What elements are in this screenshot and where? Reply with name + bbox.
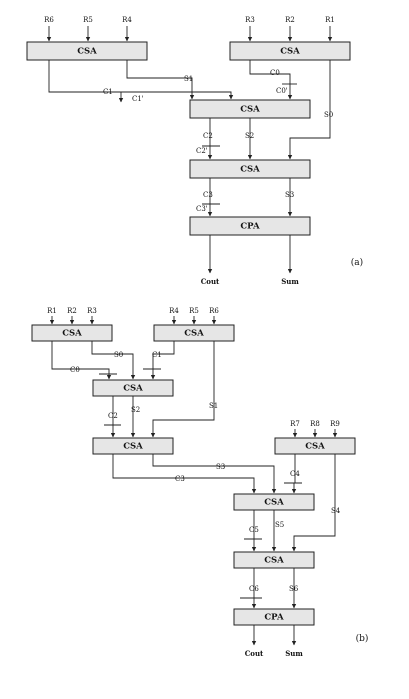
cpa-label: CPA bbox=[240, 222, 260, 232]
signal-label-c0-prime: C0' bbox=[276, 87, 288, 95]
csa-label: CSA bbox=[240, 105, 260, 115]
cpa-block bbox=[189, 216, 311, 236]
part-a: R6 R5 R4 R3 R2 R1 CSA CSA S1 C1 C1' C0 C… bbox=[26, 16, 363, 286]
csa-label: CSA bbox=[123, 442, 143, 452]
input-label-r5: R5 bbox=[83, 16, 93, 24]
csa-label: CSA bbox=[123, 384, 143, 394]
input-label-r6: R6 bbox=[209, 307, 219, 315]
signal-label-s1: S1 bbox=[209, 402, 218, 410]
csa-label: CSA bbox=[280, 47, 300, 57]
signal-label-s3: S3 bbox=[285, 191, 294, 199]
signal-label-c2-prime: C2' bbox=[196, 147, 208, 155]
input-label-r2: R2 bbox=[285, 16, 295, 24]
output-label-cout: Cout bbox=[201, 277, 220, 286]
input-label-r1: R1 bbox=[47, 307, 57, 315]
input-label-r8: R8 bbox=[310, 420, 320, 428]
csa-label: CSA bbox=[184, 329, 204, 339]
signal-label-c1: C1 bbox=[103, 88, 113, 96]
signal-label-c3: C3 bbox=[175, 475, 185, 483]
input-label-r5: R5 bbox=[189, 307, 199, 315]
signal-label-s0: S0 bbox=[324, 111, 333, 119]
signal-label-c5: C5 bbox=[249, 526, 259, 534]
wire-c1 bbox=[48, 60, 234, 100]
wire-s1 bbox=[126, 60, 195, 100]
part-b: R1 R2 R3 R4 R5 R6 CSA CSA S0 C1 C0 S1 CS bbox=[31, 307, 369, 658]
csa-block-7 bbox=[233, 551, 315, 569]
input-label-r4: R4 bbox=[122, 16, 132, 24]
wire-c0 bbox=[249, 60, 293, 100]
input-label-r6: R6 bbox=[44, 16, 54, 24]
wire-s0 bbox=[287, 60, 331, 160]
csa-block-top-left bbox=[26, 41, 148, 61]
input-label-r3: R3 bbox=[245, 16, 255, 24]
csa-block-top-right bbox=[229, 41, 351, 61]
signal-label-c2: C2 bbox=[108, 412, 118, 420]
signal-label-c4: C4 bbox=[290, 470, 300, 478]
input-label-r2: R2 bbox=[67, 307, 77, 315]
input-label-r3: R3 bbox=[87, 307, 97, 315]
input-label-r1: R1 bbox=[325, 16, 335, 24]
output-label-sum: Sum bbox=[281, 277, 299, 286]
cpa-label: CPA bbox=[264, 613, 284, 623]
wire-c3 bbox=[112, 454, 257, 494]
signal-label-s2: S2 bbox=[245, 132, 254, 140]
signal-label-s1: S1 bbox=[184, 75, 193, 83]
csa-label: CSA bbox=[264, 556, 284, 566]
csa-label: CSA bbox=[240, 165, 260, 175]
csa-block-4 bbox=[92, 437, 174, 455]
signal-label-s4: S4 bbox=[331, 507, 341, 515]
csa-block-2 bbox=[153, 324, 235, 342]
wire-s1 bbox=[150, 341, 215, 438]
wire-s4 bbox=[291, 454, 336, 552]
part-caption-a: (a) bbox=[351, 257, 363, 268]
signal-label-c3: C3 bbox=[203, 191, 213, 199]
input-label-r4: R4 bbox=[169, 307, 179, 315]
signal-label-s2: S2 bbox=[131, 406, 140, 414]
csa-block-5 bbox=[274, 437, 356, 455]
csa-label: CSA bbox=[62, 329, 82, 339]
output-label-cout: Cout bbox=[245, 649, 264, 658]
csa-label: CSA bbox=[264, 498, 284, 508]
wire-s0 bbox=[91, 341, 136, 380]
output-label-sum: Sum bbox=[285, 649, 303, 658]
signal-label-s6: S6 bbox=[289, 585, 299, 593]
csa-block-level-3 bbox=[189, 159, 311, 179]
signal-label-c1-prime: C1' bbox=[132, 95, 144, 103]
csa-block-1 bbox=[31, 324, 113, 342]
cpa-block bbox=[233, 608, 315, 626]
input-label-r9: R9 bbox=[330, 420, 340, 428]
csa-label: CSA bbox=[77, 47, 97, 57]
signal-label-c0: C0 bbox=[70, 366, 80, 374]
part-caption-b: (b) bbox=[356, 633, 369, 644]
csa-label: CSA bbox=[305, 442, 325, 452]
signal-label-s0: S0 bbox=[114, 351, 123, 359]
signal-label-s3: S3 bbox=[216, 463, 225, 471]
signal-label-c0: C0 bbox=[270, 69, 280, 77]
signal-label-c1: C1 bbox=[152, 351, 162, 359]
wire-s3 bbox=[152, 454, 277, 494]
signal-label-c3-prime: C3' bbox=[196, 205, 208, 213]
input-label-r7: R7 bbox=[290, 420, 300, 428]
wire-c1 bbox=[150, 341, 175, 380]
wire-c0 bbox=[51, 341, 112, 380]
signal-label-s5: S5 bbox=[275, 521, 284, 529]
signal-label-c2: C2 bbox=[203, 132, 213, 140]
signal-label-c6: C6 bbox=[249, 585, 259, 593]
